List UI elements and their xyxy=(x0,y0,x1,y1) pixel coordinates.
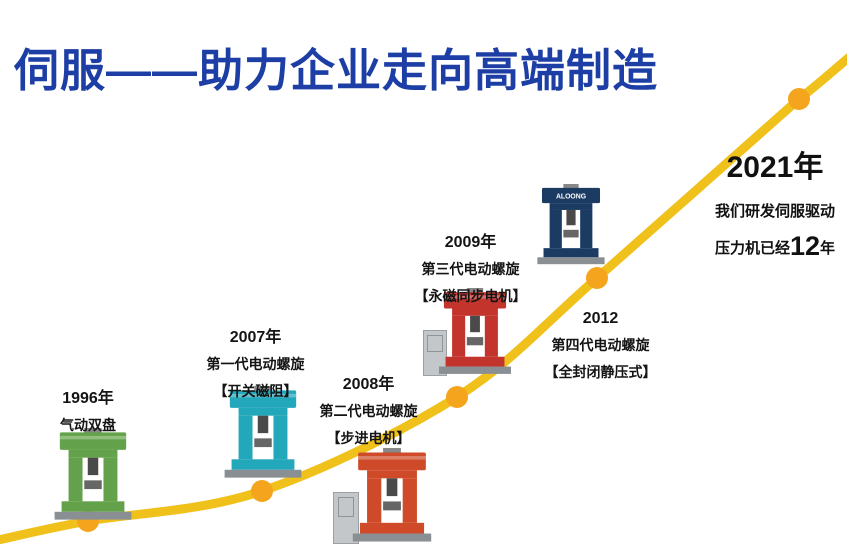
milestone-detail: 【开关磁阻】 xyxy=(213,383,298,399)
summary-line2-suffix: 年 xyxy=(820,240,836,257)
milestone-year: 2009年 xyxy=(444,234,497,251)
milestone-2008: 2008年 第二代电动螺旋 【步进电机】 xyxy=(296,370,441,455)
milestone-year: 2007年 xyxy=(229,329,282,346)
press-machine-2009-image xyxy=(432,288,518,378)
press-machine-2007-image xyxy=(216,386,310,482)
summary-line1: 我们研发伺服驱动 xyxy=(714,203,835,220)
milestone-detail: 【全封闭静压式】 xyxy=(544,364,657,380)
press-machine-2008-image xyxy=(344,448,440,546)
page-title: 伺服——助力企业走向高端制造 xyxy=(14,45,659,96)
milestone-2009: 2009年 第三代电动螺旋 【永磁同步电机】 xyxy=(393,228,548,313)
milestone-description: 第一代电动螺旋 xyxy=(206,356,305,372)
summary-year: 2021年 xyxy=(726,151,824,184)
milestone-detail: 【步进电机】 xyxy=(326,430,411,446)
milestone-year: 1996年 xyxy=(62,390,114,407)
summary-line2-prefix: 压力机已经 xyxy=(714,240,790,257)
milestone-description: 第二代电动螺旋 xyxy=(319,403,418,419)
milestone-description: 第三代电动螺旋 xyxy=(421,261,520,277)
milestone-1996: 1996年 气动双盘 xyxy=(28,384,148,442)
summary-years-count: 12 xyxy=(789,231,821,261)
press-machine-1996-image xyxy=(48,428,138,524)
milestone-dot-2021 xyxy=(788,88,810,110)
press-machine-2012-image: ALOONG xyxy=(528,184,614,268)
milestone-2007: 2007年 第一代电动螺旋 【开关磁阻】 xyxy=(183,323,328,408)
milestone-detail: 【永磁同步电机】 xyxy=(414,288,527,304)
summary-2021: 2021年 我们研发伺服驱动 压力机已经12年 xyxy=(686,142,847,262)
milestone-dot-2007 xyxy=(251,480,273,502)
milestone-dot-2008 xyxy=(446,386,468,408)
milestone-year: 2008年 xyxy=(342,376,395,393)
milestone-2012: 2012 第四代电动螺旋 【全封闭静压式】 xyxy=(523,310,678,389)
milestone-year: 2012 xyxy=(582,310,619,327)
milestone-description: 第四代电动螺旋 xyxy=(551,337,650,353)
milestone-description: 气动双盘 xyxy=(60,417,116,433)
milestone-dot-2012 xyxy=(586,267,608,289)
summary-line2: 压力机已经12年 xyxy=(686,231,847,262)
machine-brand-label: ALOONG xyxy=(556,194,586,201)
